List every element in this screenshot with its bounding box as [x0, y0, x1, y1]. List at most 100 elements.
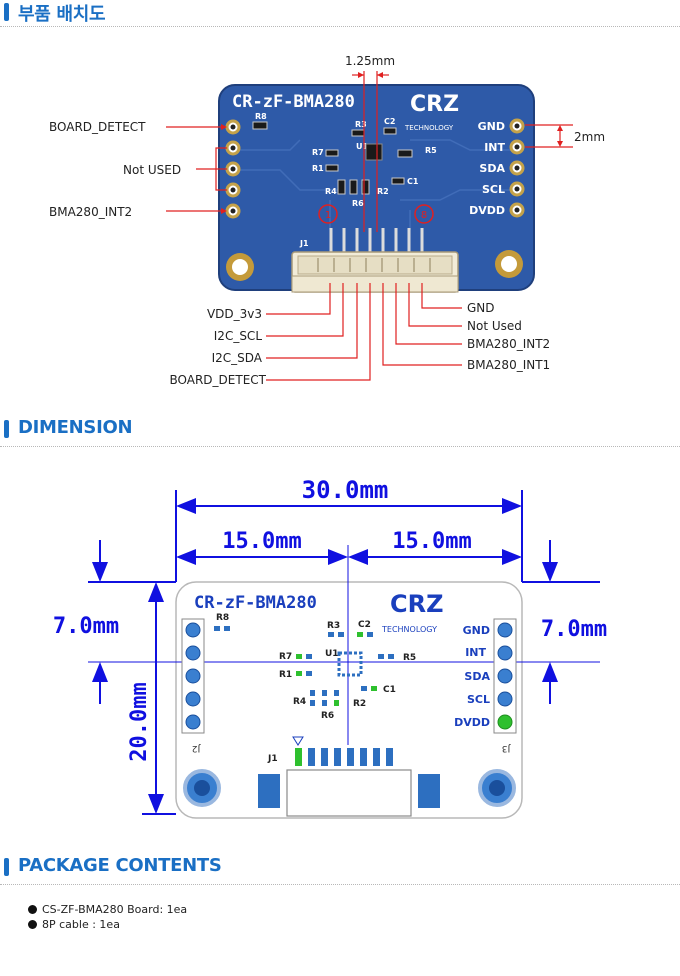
pin1-triangle — [292, 736, 304, 746]
conn-label-board-detect: BOARD_DETECT — [170, 373, 267, 387]
conn-label-vdd: VDD_3v3 — [207, 307, 262, 321]
dim-offset-right: 7.0mm — [541, 617, 607, 642]
dim-half-left: 15.0mm — [222, 529, 301, 554]
pin8-circle — [414, 204, 434, 224]
section-marker — [4, 3, 9, 21]
silk-c1: C1 — [407, 177, 419, 186]
crz-logo: CRZ — [410, 92, 459, 117]
connector-leaders — [266, 283, 462, 381]
dim-board-name: CR-zF-BMA280 — [194, 593, 317, 613]
dim-silk-c1: C1 — [383, 685, 396, 695]
silk-j1: J1 — [299, 239, 309, 248]
conn-label-not-used: Not Used — [467, 319, 522, 333]
dim-j2-label: J2 — [192, 743, 201, 753]
pitch-label: 1.25mm — [345, 54, 395, 68]
left-leaders — [166, 126, 227, 212]
dim-left-header — [181, 618, 205, 734]
pin-label-dvdd: DVDD — [469, 204, 505, 217]
dimension-diagram: 30.0mm 15.0mm 15.0mm 20.0mm 7.0mm 7.0mm … — [53, 476, 607, 819]
silk-r1: R1 — [312, 164, 324, 173]
silk-c2: C2 — [384, 117, 395, 126]
board-name: CR-zF-BMA280 — [232, 92, 355, 112]
dim-connector-tab-left — [258, 774, 280, 808]
dim-right-header — [493, 618, 517, 734]
dim-pin-dvdd: DVDD — [454, 716, 490, 729]
dim-silk-r7: R7 — [279, 652, 292, 662]
dim-silk-c2: C2 — [358, 620, 371, 630]
silk-r5: R5 — [425, 146, 437, 155]
board-outline — [175, 581, 523, 819]
dim-silk-r5: R5 — [403, 653, 416, 663]
bullet-icon — [28, 905, 37, 914]
dim-crz-logo: CRZ — [390, 590, 444, 618]
silk-r2: R2 — [377, 187, 389, 196]
package-item-text: CS-ZF-BMA280 Board: 1ea — [42, 903, 188, 916]
right-header-pins — [509, 118, 525, 218]
silk-r4: R4 — [325, 187, 337, 196]
dim-height: 20.0mm — [127, 682, 152, 761]
dim-pin-sda: SDA — [464, 670, 490, 683]
pin-label-scl: SCL — [482, 183, 505, 196]
conn-label-int2: BMA280_INT2 — [467, 337, 550, 351]
pin1-circle — [318, 204, 338, 224]
section-title-package: PACKAGE CONTENTS — [18, 855, 222, 876]
dim-connector-tab-right — [418, 774, 440, 808]
spacing-label: 2mm — [574, 130, 605, 144]
silk-u1: U1 — [356, 142, 368, 151]
smd-components — [252, 121, 413, 195]
dim-silk-j1: J1 — [267, 754, 278, 764]
package-list: CS-ZF-BMA280 Board: 1ea 8P cable : 1ea — [28, 902, 187, 932]
dim-connector-body — [286, 769, 412, 817]
pin1-mark: 1 — [325, 210, 331, 221]
silk-r3: R3 — [355, 120, 367, 129]
dim-mounting-holes — [183, 769, 516, 807]
package-item: 8P cable : 1ea — [28, 917, 187, 932]
pin8-mark: 8 — [421, 210, 427, 221]
dim-j3-label: J3 — [502, 743, 511, 753]
pin-label-sda: SDA — [479, 162, 505, 175]
dim-connector-pads — [295, 748, 393, 766]
dim-width-total: 30.0mm — [302, 476, 389, 504]
section-divider — [0, 446, 680, 447]
dim-pin-int: INT — [465, 646, 486, 659]
section-title-placement: 부품 배치도 — [18, 4, 106, 25]
dim-offset-left: 7.0mm — [53, 614, 119, 639]
dim-silk-r2: R2 — [353, 699, 366, 709]
conn-label-sda: I2C_SDA — [212, 351, 263, 365]
label-not-used: Not USED — [123, 163, 181, 177]
dim-silk-r3: R3 — [327, 621, 340, 631]
dim-pin-scl: SCL — [467, 693, 490, 706]
connector-pins — [329, 228, 424, 254]
package-item: CS-ZF-BMA280 Board: 1ea — [28, 902, 187, 917]
section-header-dimension: DIMENSION — [0, 417, 680, 441]
dim-pin-gnd: GND — [463, 624, 490, 637]
logo-subtext: TECHNOLOGY — [404, 124, 454, 132]
conn-label-gnd: GND — [467, 301, 495, 315]
dim-silk-r4: R4 — [293, 697, 306, 707]
pin-label-gnd: GND — [478, 120, 505, 133]
dim-half-right: 15.0mm — [392, 529, 471, 554]
pin-label-int: INT — [484, 141, 505, 154]
dim-logo-subtext: TECHNOLOGY — [381, 625, 437, 634]
dim-silk-r1: R1 — [279, 670, 292, 680]
package-item-text: 8P cable : 1ea — [42, 918, 120, 931]
left-header-pins — [225, 119, 241, 219]
section-title-dimension: DIMENSION — [18, 417, 133, 438]
section-marker — [4, 420, 9, 438]
dim-smd-pads — [214, 626, 394, 706]
conn-label-scl: I2C_SCL — [214, 329, 263, 343]
section-divider — [0, 884, 680, 885]
label-bma280-int2: BMA280_INT2 — [49, 205, 132, 219]
dim-silk-r6: R6 — [321, 711, 334, 721]
conn-label-int1: BMA280_INT1 — [467, 358, 550, 372]
section-divider — [0, 26, 680, 27]
bma280-chip — [365, 143, 383, 161]
section-header-placement: 부품 배치도 — [0, 0, 680, 25]
silk-r7: R7 — [312, 148, 324, 157]
dim-silk-u1: U1 — [325, 649, 339, 659]
silk-r6: R6 — [352, 199, 364, 208]
silk-r8: R8 — [255, 112, 267, 121]
mounting-holes — [226, 250, 523, 281]
section-marker — [4, 858, 9, 876]
placement-diagram: CRZ TECHNOLOGY CR-zF-BMA280 GND INT SDA … — [49, 54, 605, 387]
